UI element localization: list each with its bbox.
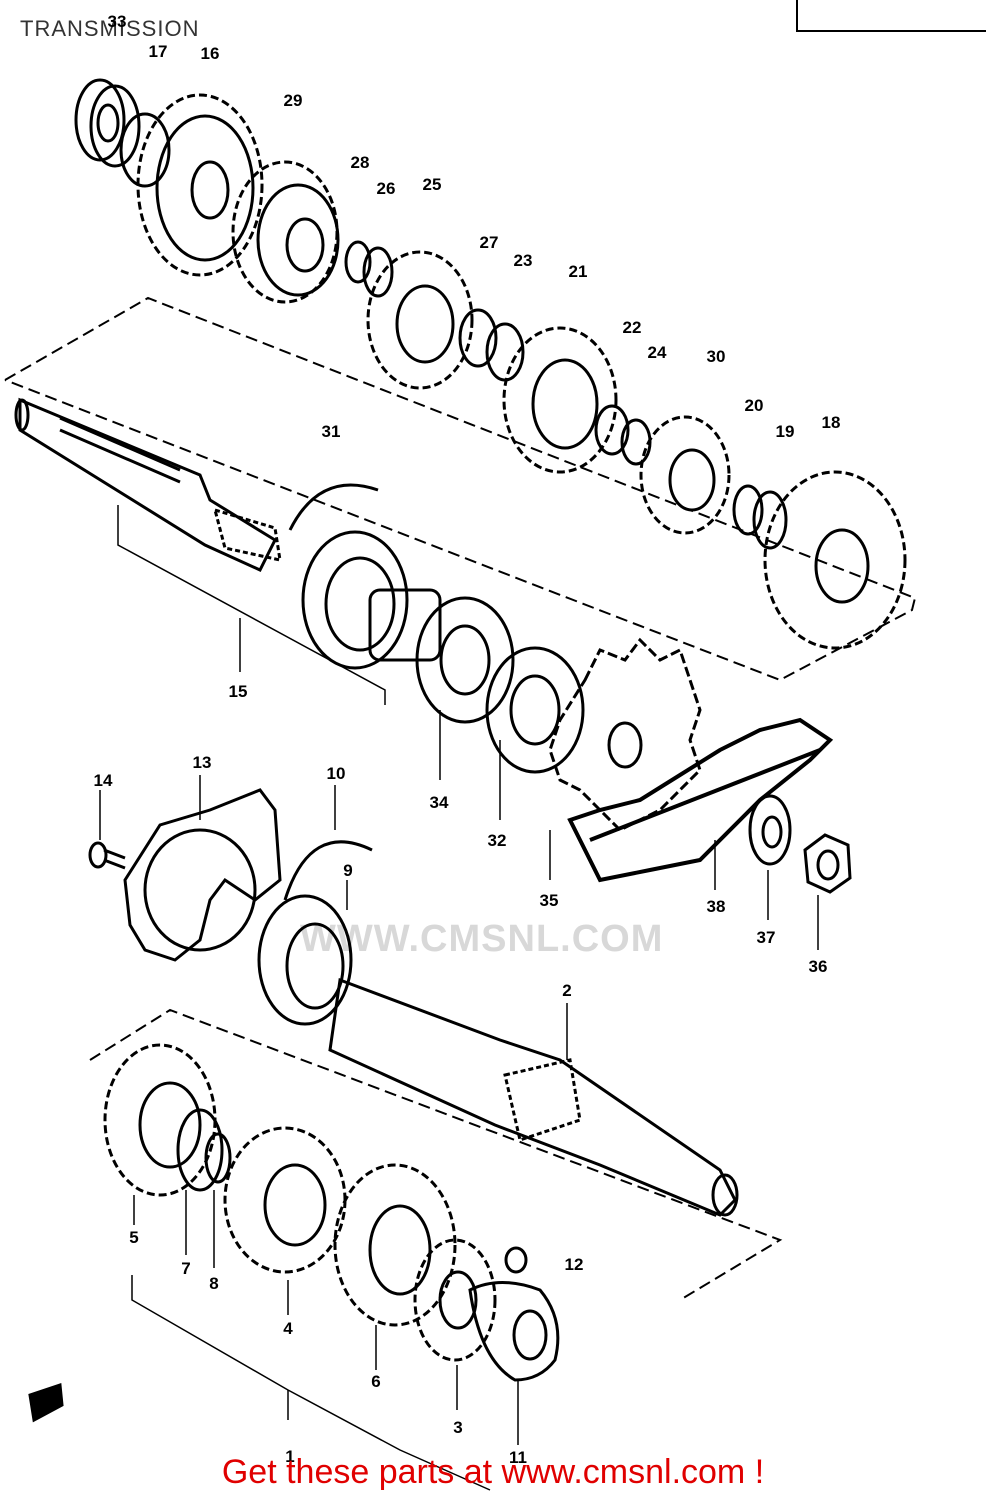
gear-21 bbox=[502, 326, 618, 474]
callout-3: 3 bbox=[453, 1418, 462, 1437]
callout-10: 10 bbox=[327, 764, 346, 783]
screw-14 bbox=[88, 841, 126, 870]
spacer bbox=[368, 588, 442, 662]
callout-13: 13 bbox=[193, 753, 212, 772]
gear-3 bbox=[413, 1238, 497, 1362]
callout-29: 29 bbox=[284, 91, 303, 110]
callout-15: 15 bbox=[229, 682, 248, 701]
callout-37: 37 bbox=[757, 928, 776, 947]
callout-8: 8 bbox=[209, 1274, 218, 1293]
callout-11: 11 bbox=[509, 1448, 527, 1467]
callout-27: 27 bbox=[480, 233, 499, 252]
callout-36: 36 bbox=[809, 957, 828, 976]
corner-frame bbox=[796, 0, 986, 32]
callout-16: 16 bbox=[201, 44, 220, 63]
callout-24: 24 bbox=[648, 343, 667, 362]
callout-6: 6 bbox=[371, 1372, 380, 1391]
callout-28: 28 bbox=[351, 153, 370, 172]
washer-7 bbox=[176, 1108, 224, 1192]
circlip-28 bbox=[344, 240, 372, 284]
callout-22: 22 bbox=[623, 318, 642, 337]
callout-7: 7 bbox=[181, 1259, 190, 1278]
circlip-8 bbox=[204, 1132, 232, 1184]
watermark-text: WWW.CMSNL.COM bbox=[300, 918, 664, 960]
callout-32: 32 bbox=[488, 831, 507, 850]
callout-14: 14 bbox=[94, 771, 113, 790]
washer-19 bbox=[752, 490, 788, 550]
lock-washer-37 bbox=[748, 794, 792, 866]
gear-6 bbox=[333, 1163, 457, 1327]
callout-1: 1 bbox=[285, 1447, 294, 1466]
footer-link[interactable]: Get these parts at www.cmsnl.com ! bbox=[221, 1453, 765, 1491]
callout-18: 18 bbox=[822, 413, 841, 432]
callout-4: 4 bbox=[283, 1319, 293, 1338]
bearing-9 bbox=[257, 894, 353, 1026]
pin-12 bbox=[504, 1246, 528, 1274]
gear-30 bbox=[639, 415, 731, 535]
washer-17 bbox=[119, 112, 171, 188]
callout-35: 35 bbox=[540, 891, 559, 910]
gear-29 bbox=[231, 160, 340, 304]
plate-13 bbox=[123, 788, 282, 962]
bearing-countershaft bbox=[301, 530, 409, 670]
diagram-title: TRANSMISSION bbox=[20, 16, 200, 41]
callout-19: 19 bbox=[776, 422, 795, 441]
circlip-20 bbox=[732, 484, 764, 536]
callout-38: 38 bbox=[707, 897, 726, 916]
washer-32 bbox=[485, 646, 585, 774]
bearing-11 bbox=[468, 1281, 560, 1382]
callout-9: 9 bbox=[343, 861, 352, 880]
callout-34: 34 bbox=[430, 793, 449, 812]
sprocket-35 bbox=[548, 637, 702, 832]
callout-30: 30 bbox=[707, 347, 726, 366]
washer-26 bbox=[362, 246, 394, 298]
callout-26: 26 bbox=[377, 179, 396, 198]
chain-38 bbox=[567, 717, 834, 883]
callout-5: 5 bbox=[129, 1228, 138, 1247]
nut-36 bbox=[803, 833, 852, 894]
callout-17: 17 bbox=[149, 42, 168, 61]
callout-23: 23 bbox=[514, 251, 533, 270]
gear-4 bbox=[223, 1126, 347, 1274]
callout-33: 33 bbox=[108, 12, 127, 31]
callout-2: 2 bbox=[562, 981, 571, 1000]
gear-16 bbox=[136, 93, 264, 277]
washer-27 bbox=[458, 308, 498, 368]
countershaft-group-outline bbox=[4, 296, 917, 682]
gear-25 bbox=[366, 250, 474, 390]
gear-18 bbox=[763, 470, 907, 650]
callout-25: 25 bbox=[423, 175, 442, 194]
callout-21: 21 bbox=[569, 262, 588, 281]
oil-seal-34 bbox=[415, 596, 515, 724]
bushing-22 bbox=[594, 404, 630, 456]
mainshaft-2 bbox=[328, 977, 739, 1217]
countershaft-15 bbox=[14, 397, 282, 572]
callout-20: 20 bbox=[745, 396, 764, 415]
mainshaft-group-outline bbox=[89, 1008, 783, 1301]
circlip-10 bbox=[283, 840, 373, 901]
circlip-31 bbox=[288, 483, 379, 531]
bearing-33 bbox=[74, 78, 141, 168]
front-arrow-icon bbox=[28, 1382, 64, 1423]
gear-5 bbox=[103, 1043, 217, 1197]
callout-12: 12 bbox=[565, 1255, 584, 1274]
callout-31: 31 bbox=[322, 422, 341, 441]
